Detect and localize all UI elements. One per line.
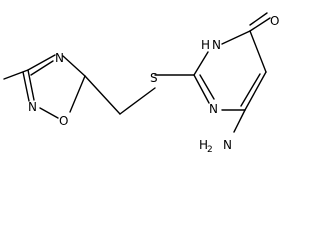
bond-c5-o1 <box>69 75 86 113</box>
bond-c4-o <box>249 17 271 32</box>
bond-c2-n3 <box>193 51 209 76</box>
atom-nh2-h: H <box>199 138 208 152</box>
bond-n3-c4 <box>221 30 251 45</box>
atom-oxa-o1: O <box>59 114 68 128</box>
bonds <box>3 12 271 133</box>
bond-o1-n2 <box>39 107 59 119</box>
bond-c3-n4 <box>27 54 56 71</box>
atom-labels: S O H N N H 2 N N N O <box>28 14 279 155</box>
bond-n4-c5 <box>62 55 86 77</box>
bond-c4-o-double <box>249 12 268 26</box>
bond-methyl <box>3 69 29 80</box>
atom-o-carbonyl: O <box>270 14 279 28</box>
atom-nh-n: N <box>212 38 221 52</box>
structure-svg: S O H N N H 2 N N N O <box>3 12 279 155</box>
bond-n1-c2 <box>193 74 210 104</box>
bond-c5-ch2 <box>84 75 121 115</box>
bond-c5-c6-double <box>240 73 261 107</box>
bond-ch2-s <box>119 87 156 115</box>
bond-n2-c3 <box>27 69 35 101</box>
bond-c3-n4-double <box>30 60 54 76</box>
bond-n1-c2-double <box>199 74 215 100</box>
molecule-diagram: S O H N N H 2 N N N O <box>3 12 279 155</box>
atom-nh2-n: N <box>223 138 232 152</box>
atom-nh-h: H <box>201 38 210 52</box>
atom-nh2-subscript: 2 <box>207 145 213 155</box>
bond-c4-c5 <box>249 30 267 73</box>
bond-c5-c6 <box>244 71 267 111</box>
atom-s: S <box>150 71 158 85</box>
atom-n-ring: N <box>209 102 218 116</box>
atom-oxa-n2: N <box>28 100 37 114</box>
bond-n2-c3-double <box>22 71 30 102</box>
atom-oxa-n4: N <box>55 51 64 65</box>
bond-c6-nh2 <box>233 109 246 133</box>
